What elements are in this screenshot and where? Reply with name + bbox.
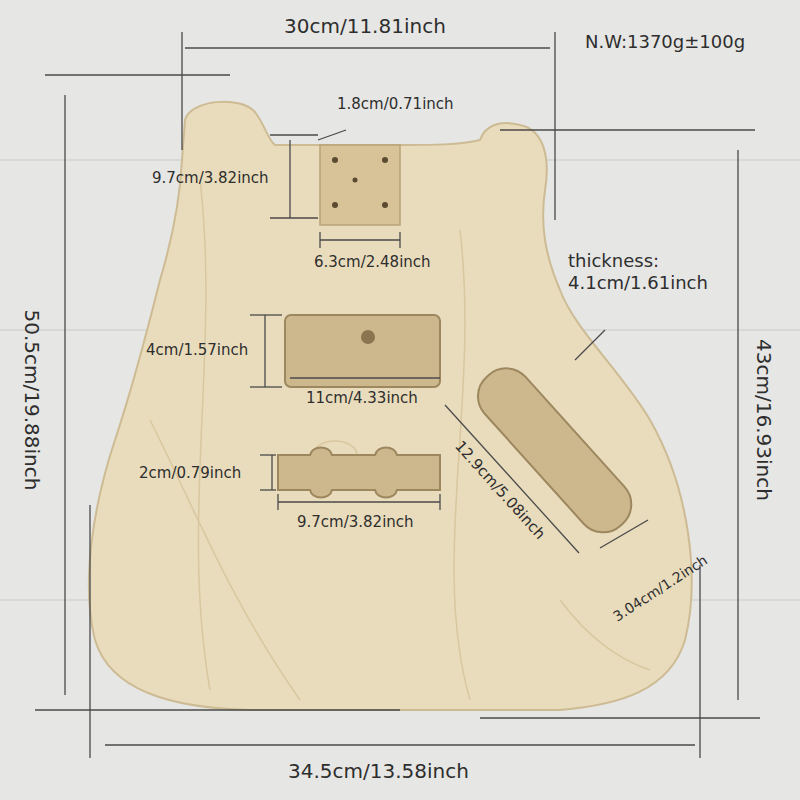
tick — [319, 232, 320, 248]
dimension-label: 50.5cm/19.88inch — [20, 310, 44, 491]
dimension-label: 9.7cm/3.82inch — [297, 513, 414, 531]
extension-line — [554, 32, 555, 220]
grain-line — [198, 180, 210, 690]
dimension-label: 30cm/11.81inch — [284, 14, 446, 38]
dimension-line — [271, 455, 272, 490]
leader-line — [575, 330, 605, 360]
dimension-line — [320, 239, 400, 240]
dimension-label: N.W:1370g±100g — [585, 31, 745, 53]
tick — [399, 232, 400, 248]
dimension-line — [737, 150, 738, 700]
extension-line — [270, 217, 318, 218]
dimension-line — [318, 130, 346, 140]
extension-line — [699, 565, 700, 758]
guitar-body — [89, 102, 692, 710]
screw-holes — [332, 157, 388, 208]
extension-line — [89, 505, 90, 758]
dimension-line — [290, 377, 440, 378]
tick — [250, 386, 282, 387]
control-cavity — [467, 358, 642, 543]
extension-line — [480, 717, 760, 718]
tick — [277, 494, 278, 510]
dimension-line — [289, 140, 290, 218]
neck-pocket — [320, 145, 400, 225]
tick — [260, 489, 276, 490]
tick — [250, 314, 282, 315]
dimension-lines — [35, 32, 760, 758]
pickup-cavity — [285, 315, 440, 387]
wire-hole — [361, 330, 375, 344]
dimension-label: 43cm/16.93inch — [752, 339, 776, 501]
dimension-line — [185, 47, 550, 48]
dimension-label: 11cm/4.33inch — [306, 389, 418, 407]
dimension-line — [278, 501, 440, 502]
screw-hole — [382, 202, 388, 208]
dimension-line — [64, 95, 65, 695]
dimension-line — [264, 315, 265, 387]
dimension-label: 34.5cm/13.58inch — [288, 759, 469, 783]
screw-hole — [332, 157, 338, 163]
extension-line — [270, 134, 318, 135]
screw-hole — [382, 157, 388, 163]
tick — [260, 454, 276, 455]
extension-line — [181, 32, 182, 150]
pickup-cavity — [278, 448, 440, 498]
extension-line — [500, 129, 755, 130]
dimension-line — [445, 405, 579, 553]
extension-line — [45, 74, 230, 75]
dimension-label: 2cm/0.79inch — [139, 464, 241, 482]
dimension-label: 6.3cm/2.48inch — [314, 253, 431, 271]
dimension-line — [105, 744, 695, 745]
dimension-label: thickness: 4.1cm/1.61inch — [568, 250, 733, 293]
dimension-label: 4cm/1.57inch — [146, 341, 248, 359]
screw-hole — [332, 202, 338, 208]
tick — [439, 494, 440, 510]
dimension-label: 9.7cm/3.82inch — [152, 169, 269, 187]
dimension-label: 1.8cm/0.71inch — [337, 95, 454, 113]
screw-hole — [353, 178, 358, 183]
dimension-line — [600, 520, 648, 548]
